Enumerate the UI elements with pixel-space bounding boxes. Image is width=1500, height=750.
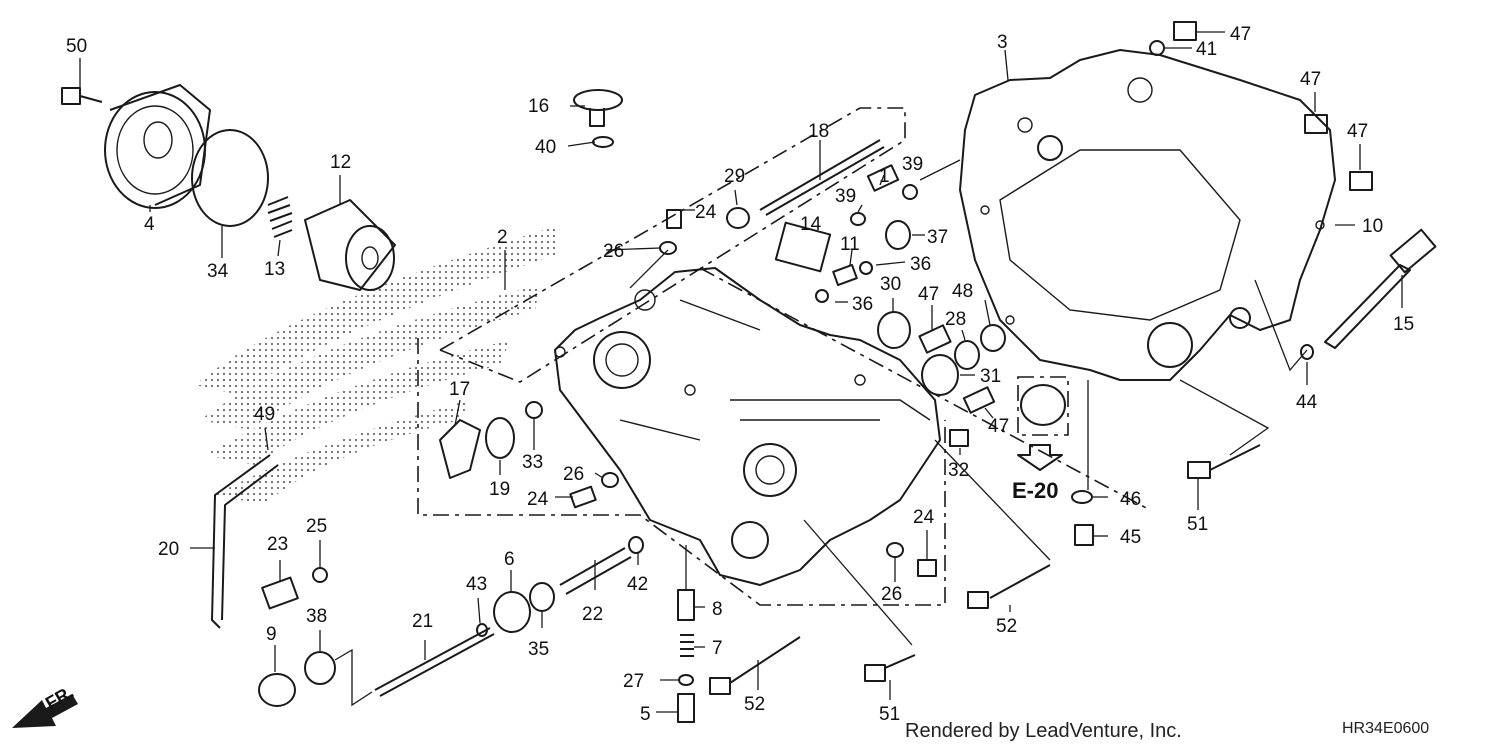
callout-17: 17	[449, 379, 470, 400]
render-credit: Rendered by LeadVenture, Inc.	[905, 720, 1182, 742]
callout-40: 40	[535, 137, 556, 158]
callout-4: 4	[144, 214, 155, 235]
oil-filter-cover	[104, 84, 211, 209]
callout-16: 16	[528, 96, 549, 117]
small-parts-right	[1087, 21, 1437, 490]
callout-7: 7	[712, 638, 723, 659]
filler-cap-16	[573, 89, 623, 148]
callout-47e: 47	[988, 416, 1009, 437]
reference-label: E-20	[1012, 478, 1058, 503]
leader-lines	[79, 31, 1403, 713]
wing-logo-shading	[195, 225, 560, 505]
callout-33: 33	[522, 452, 543, 473]
callout-52b: 52	[996, 616, 1017, 637]
callout-50: 50	[66, 36, 87, 57]
callout-39b: 39	[835, 186, 856, 207]
callout-18: 18	[808, 121, 829, 142]
part-callouts: 1 2 3 4 5 6 7 8 9 10 11 12 13 14 15 16 1…	[66, 24, 1414, 725]
case-half-left	[554, 267, 941, 586]
callout-46: 46	[1120, 489, 1141, 510]
callout-49: 49	[254, 404, 275, 425]
callout-51b: 51	[879, 704, 900, 725]
callout-19: 19	[489, 479, 510, 500]
callout-8: 8	[712, 599, 723, 620]
callout-42: 42	[627, 574, 648, 595]
callout-22: 22	[582, 604, 603, 625]
callout-36b: 36	[852, 294, 873, 315]
callout-21: 21	[412, 611, 433, 632]
callout-24c: 24	[913, 507, 935, 528]
callout-1: 1	[879, 166, 890, 187]
case-cover-right	[959, 49, 1336, 381]
callout-48: 48	[952, 281, 973, 302]
callout-35: 35	[528, 639, 549, 660]
callout-13: 13	[264, 259, 285, 280]
front-direction-arrow	[12, 694, 78, 728]
callout-23: 23	[267, 534, 288, 555]
callout-15: 15	[1393, 314, 1414, 335]
callout-45: 45	[1120, 527, 1141, 548]
callout-14: 14	[800, 214, 822, 235]
diagram-code: HR34E0600	[1342, 720, 1430, 737]
callout-44: 44	[1296, 392, 1318, 413]
spring-13	[267, 196, 293, 238]
bolt-50	[61, 87, 103, 105]
callout-11: 11	[840, 234, 860, 255]
callout-10: 10	[1362, 216, 1383, 237]
callout-2: 2	[497, 227, 508, 248]
callout-26c: 26	[881, 584, 902, 605]
callout-37: 37	[927, 227, 948, 248]
callout-3: 3	[997, 32, 1008, 53]
callout-28: 28	[945, 309, 966, 330]
callout-25: 25	[306, 516, 327, 537]
callout-26b: 26	[563, 464, 584, 485]
callout-30: 30	[880, 274, 901, 295]
callout-31: 31	[980, 366, 1001, 387]
callout-43: 43	[466, 574, 487, 595]
callout-26a: 26	[603, 241, 624, 262]
callout-47c: 47	[1347, 121, 1368, 142]
callout-27: 27	[623, 671, 644, 692]
callout-24a: 24	[695, 202, 717, 223]
callout-52a: 52	[744, 694, 765, 715]
callout-6: 6	[504, 549, 515, 570]
callout-24b: 24	[527, 489, 549, 510]
callout-9: 9	[266, 624, 277, 645]
callout-47b: 47	[1300, 69, 1321, 90]
assembly-outlines	[417, 107, 1151, 606]
callout-12: 12	[330, 152, 351, 173]
oil-filter-12	[304, 199, 396, 291]
callout-29: 29	[724, 166, 745, 187]
callout-34: 34	[207, 261, 229, 282]
callout-5: 5	[640, 704, 651, 725]
callout-51a: 51	[1187, 514, 1208, 535]
small-parts-left	[211, 401, 644, 707]
callout-47a: 47	[1230, 24, 1251, 45]
callout-38: 38	[306, 606, 327, 627]
callout-39a: 39	[902, 154, 923, 175]
callout-47d: 47	[918, 284, 939, 305]
callout-36a: 36	[910, 254, 931, 275]
o-ring-34	[191, 129, 269, 227]
reference-arrow	[1017, 444, 1063, 471]
callout-20: 20	[158, 539, 179, 560]
callout-41: 41	[1196, 39, 1217, 60]
callout-32: 32	[948, 460, 969, 481]
